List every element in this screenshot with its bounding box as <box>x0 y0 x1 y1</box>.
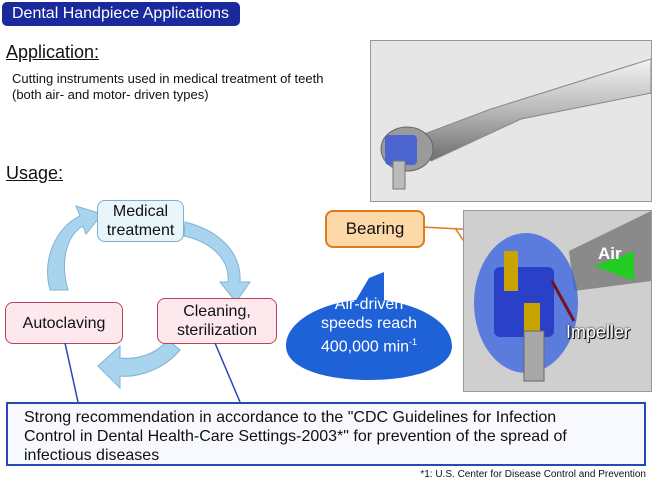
recommendation-box: Strong recommendation in accordance to t… <box>6 402 646 466</box>
speech-superscript: -1 <box>409 337 418 347</box>
cross-section-illustration <box>464 211 651 391</box>
speech-line-1: Air-driven <box>334 296 404 313</box>
application-heading: Application: <box>6 42 100 62</box>
handpiece-illustration <box>371 41 651 201</box>
application-line-1: Cutting instruments used in medical trea… <box>12 71 324 86</box>
speech-bubble-text: Air-driven speeds reach 400,000 min-1 <box>284 295 454 356</box>
speech-line-3: 400,000 min <box>320 338 410 356</box>
medical-line-2: treatment <box>106 222 175 239</box>
bearing-callout: Bearing <box>325 210 425 248</box>
medical-line-1: Medical <box>112 203 169 220</box>
recommendation-line-2: Control in Dental Health-Care Settings-2… <box>24 428 567 445</box>
cleaning-line-1: Cleaning, <box>183 303 251 320</box>
application-line-2: (both air- and motor- driven types) <box>12 87 209 102</box>
arrow-to-autoclaving <box>97 339 181 390</box>
cleaning-sterilization-box: Cleaning, sterilization <box>157 298 277 344</box>
cleaning-line-2: sterilization <box>176 322 258 339</box>
page-title-tab: Dental Handpiece Applications <box>2 2 240 26</box>
impeller-label: Impeller <box>566 322 631 342</box>
air-label: Air <box>598 244 622 263</box>
medical-treatment-box: Medical treatment <box>97 200 184 242</box>
recommendation-line-1: Strong recommendation in accordance to t… <box>24 409 557 426</box>
recommendation-line-3: infectious diseases <box>24 447 160 464</box>
usage-heading: Usage: <box>6 163 64 183</box>
speech-line-2: speeds reach <box>320 315 418 332</box>
autoclaving-box: Autoclaving <box>5 302 123 344</box>
autoclaving-label: Autoclaving <box>22 314 106 332</box>
footnote: *1: U.S. Center for Disease Control and … <box>420 469 646 480</box>
handpiece-photo <box>370 40 652 202</box>
speech-bubble <box>286 272 452 380</box>
cross-section-photo <box>463 210 652 392</box>
